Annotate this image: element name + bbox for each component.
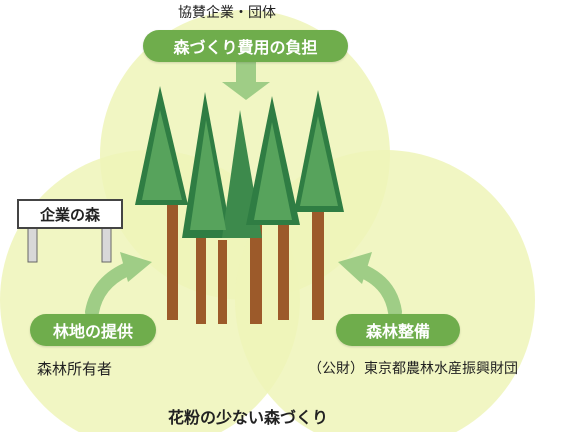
sponsor-org-label: 協賛企業・団体 <box>178 5 276 21</box>
foundation-label: （公財）東京都農林水産振興財団 <box>308 361 518 377</box>
land-provision-pill: 林地の提供 <box>30 314 156 346</box>
diagram-caption: 花粉の少ない森づくり <box>168 408 329 427</box>
tree-group <box>135 86 344 324</box>
forest-maintenance-pill: 森林整備 <box>336 314 460 346</box>
sign-text: 企業の森 <box>39 206 100 224</box>
forest-signpost <box>17 199 123 263</box>
left-curved-arrow-icon <box>85 252 152 319</box>
cost-burden-pill: 森づくり費用の負担 <box>143 30 348 62</box>
right-curved-arrow-icon <box>338 252 402 319</box>
down-arrow-icon <box>222 60 270 100</box>
forest-owner-label: 森林所有者 <box>37 360 113 378</box>
